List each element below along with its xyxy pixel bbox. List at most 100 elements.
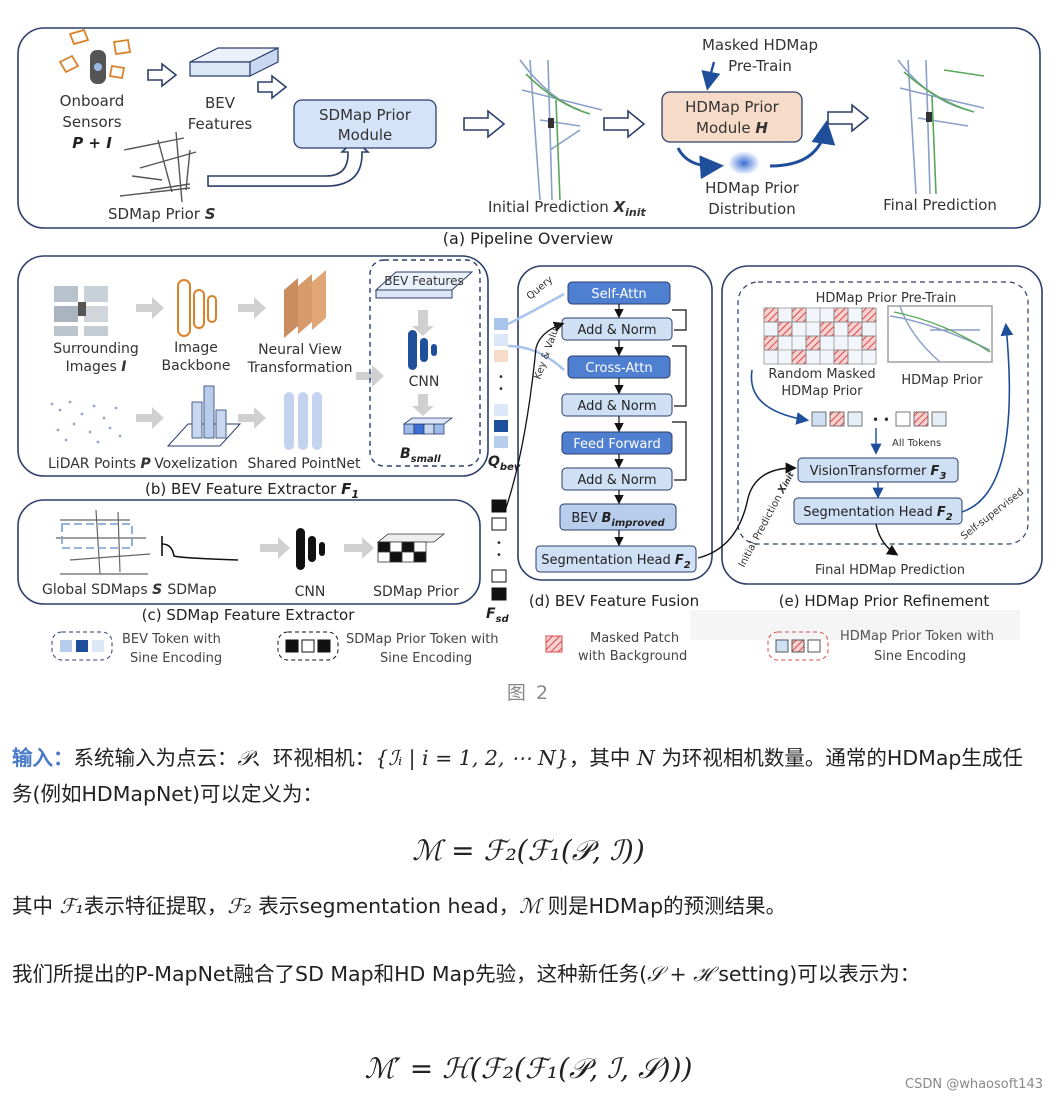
sdmap-prior-grid [376, 533, 446, 563]
panel-e-title: (e) HDMap Prior Refinement [779, 592, 990, 610]
lidar-points-label: LiDAR Points P [48, 456, 152, 472]
block-add-norm-3: Add & Norm [577, 473, 656, 488]
panel-c-title: (c) SDMap Feature Extractor [142, 606, 356, 624]
legend-masked-label: Masked Patch [590, 631, 679, 646]
image-backbone-icon [177, 279, 217, 337]
svg-text:•: • [496, 550, 502, 561]
final-prediction-map [897, 59, 985, 195]
bev-features-slab [189, 47, 279, 77]
legend-sdmap-token [277, 631, 339, 661]
query-label: Query [525, 274, 555, 302]
pretrain-label: HDMap Prior Pre-Train [816, 291, 957, 306]
image-backbone-label: Image [174, 340, 218, 356]
paragraph-lead: 输入： [12, 746, 74, 770]
global-sdmaps-label: Global SDMaps S [42, 582, 162, 598]
prior-distribution-blob [728, 151, 760, 175]
gray-arrow-icon [136, 297, 434, 429]
sdmap-prior-module-label: SDMap Prior [319, 106, 412, 124]
legend-hdmap-label: HDMap Prior Token with [840, 629, 994, 644]
bev-features-label-2: Features [188, 115, 253, 133]
bev-features-small-label: BEV Features [384, 274, 463, 288]
text-span: 其中 [12, 894, 53, 918]
equation-2: ℳ′ = ℋ(ℱ₂(ℱ₁(𝒫, ℐ, 𝒮))) [364, 1052, 693, 1085]
shared-pointnet-label: Shared PointNet [247, 456, 361, 472]
b-small-grid [402, 417, 454, 435]
bev-features-slab-small [374, 271, 474, 299]
sdmap-prior-module-box [293, 99, 437, 149]
sdmap-cnn-icon [296, 528, 325, 570]
svg-text:•: • [496, 538, 502, 549]
self-supervised-arrow [961, 322, 1014, 513]
masked-pretrain-label: Masked HDMap [702, 36, 818, 54]
key-value-arrow [505, 321, 565, 509]
panel-d-border [517, 265, 713, 581]
legend-bev-label-2: Sine Encoding [130, 651, 222, 666]
watermark: CSDN @whaosoft143 [905, 1077, 1043, 1092]
svg-text:•: • [498, 384, 504, 395]
paragraph-input: 输入：系统输入为点云：𝒫、环视相机：{ℐᵢ | i = 1, 2, ⋯ N}，其… [12, 740, 1042, 812]
math-inline: {ℐᵢ | i = 1, 2, ⋯ N} [375, 746, 569, 770]
text-span: 则是HDMap的预测结果。 [547, 894, 787, 918]
panel-c-border [17, 499, 481, 605]
block-self-attn: Self-Attn [591, 287, 646, 302]
svg-text:•: • [498, 372, 504, 383]
bev-improved-label: BEV Bimproved [571, 511, 665, 529]
math-inline: 𝒮 + ℋ [647, 962, 712, 986]
equation-1: ℳ = ℱ₂(ℱ₁(𝒫, ℐ)) [412, 834, 645, 867]
final-prediction-label: Final Prediction [883, 196, 997, 214]
distribution-out-arrow [769, 120, 836, 168]
surrounding-images-icon [54, 286, 108, 336]
hdmap-prior-map [887, 305, 993, 363]
panel-a-title: (a) Pipeline Overview [443, 229, 613, 248]
cnn-c-label: CNN [295, 584, 326, 600]
seg-head-e-box [793, 497, 963, 525]
random-masked-label: Random Masked [768, 367, 875, 382]
math-inline: 𝒫 [237, 746, 253, 770]
voxelization-icon [166, 385, 242, 447]
onboard-sensors-label-2: Sensors [62, 113, 121, 131]
legend-sdmap-label: SDMap Prior Token with [346, 632, 499, 647]
text-span: 我们所提出的P-MapNet融合了SD Map和HD Map先验，这种新任务( [12, 962, 648, 986]
initial-prediction-label: Initial Prediction Xinit [488, 198, 647, 219]
prior-distribution-label-2: Distribution [708, 200, 796, 218]
legend-hdmap-label-2: Sine Encoding [874, 649, 966, 664]
text-span: 系统输入为点云： [73, 746, 238, 770]
figure-caption: 图 2 [506, 682, 551, 704]
block-add-norm-1: Add & Norm [577, 323, 656, 338]
math-inline: ℱ₁ [59, 894, 84, 918]
lidar-points-icon [50, 400, 122, 444]
image-backbone-label-2: Backbone [162, 358, 231, 374]
text-span: ，其中 [568, 746, 631, 770]
prior-tokens-row: • • [811, 411, 947, 427]
random-masked-label-2: HDMap Prior [781, 384, 863, 399]
distribution-arrow [676, 147, 724, 180]
bev-features-label: BEV [205, 94, 236, 112]
onboard-sensors-label: Onboard [60, 92, 125, 110]
text-span: setting)可以表示为： [718, 962, 921, 986]
vit-label: VisionTransformer F3 [810, 464, 947, 482]
surrounding-images-label-2: Images I [66, 359, 127, 375]
text-span: 表示特征提取， [83, 894, 228, 918]
sdmap-prior-c-label: SDMap Prior [373, 584, 459, 600]
gray-arrow-icon [260, 537, 374, 559]
blur-overlay [690, 610, 1020, 640]
masked-pretrain-label-2: Pre-Train [728, 57, 792, 75]
panel-e-border [721, 265, 1043, 585]
legend-sdmap-label-2: Sine Encoding [380, 651, 472, 666]
pretrain-dashed-box [737, 281, 1029, 545]
block-feed-forward: Feed Forward [573, 437, 660, 452]
neural-view-icon [284, 270, 326, 338]
seg-head-d-label: Segmentation Head F2 [541, 553, 691, 571]
math-inline: ℱ₂ [227, 894, 252, 918]
sensors-formula: P + I [72, 134, 112, 152]
pretrain-arrow [701, 61, 721, 91]
hdmap-prior-e-label: HDMap Prior [901, 373, 983, 388]
architecture-figure: Onboard Sensors P + I BEV Features SDMap… [17, 27, 1043, 666]
initial-prediction-map [519, 59, 603, 201]
q-bev-tokens: • • [494, 318, 508, 448]
final-arrow [875, 523, 899, 556]
query-arrow-2 [507, 344, 565, 371]
sdmap-sketch [119, 131, 197, 203]
panel-a-border [17, 27, 1041, 229]
math-inline: ℳ [519, 894, 542, 918]
